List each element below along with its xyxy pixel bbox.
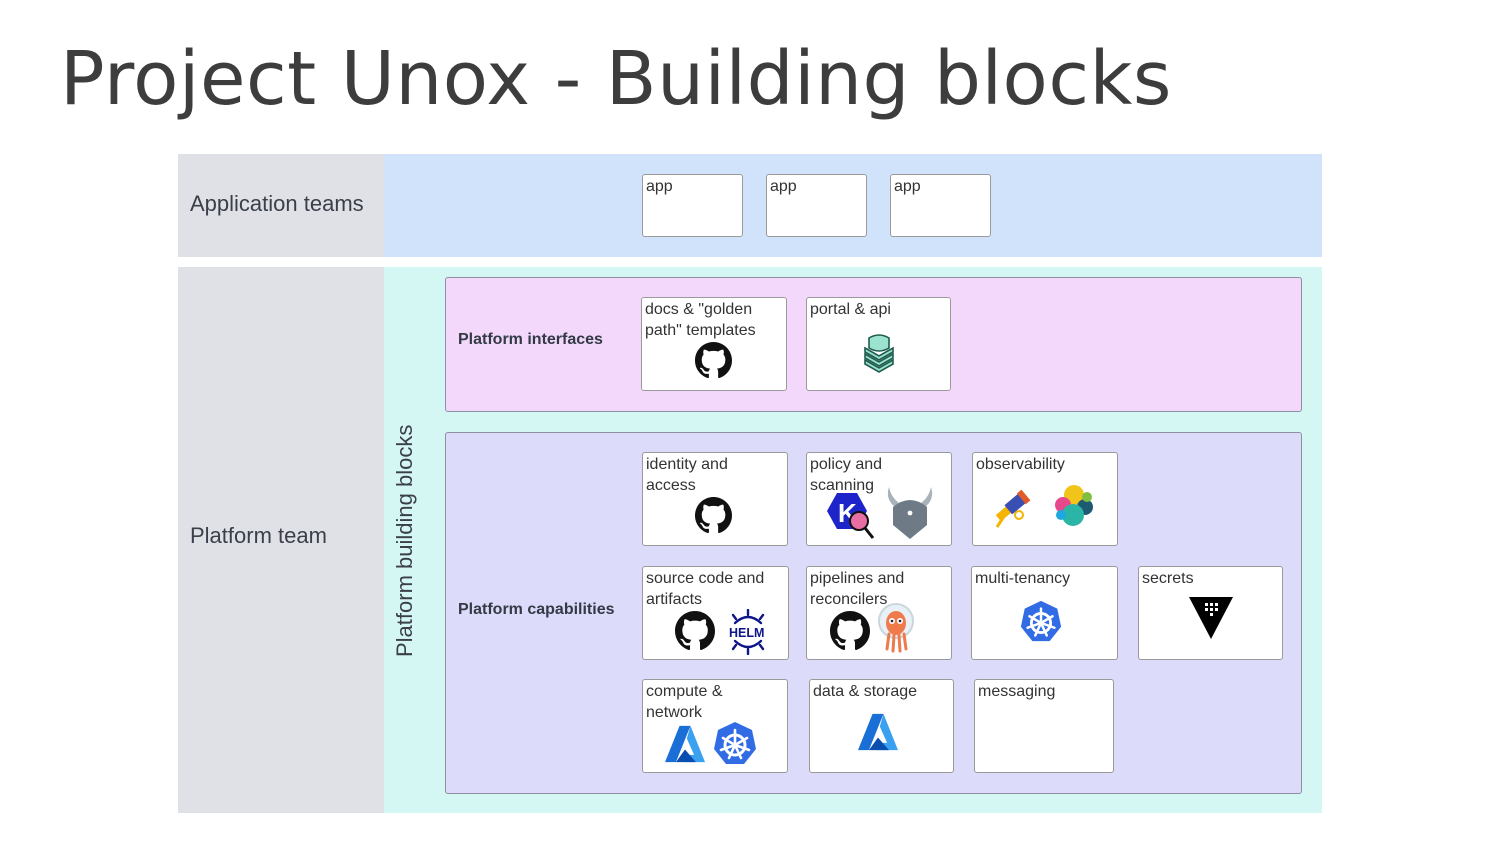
docs-templates-label: docs & "golden path" templates bbox=[645, 301, 756, 339]
platform-interfaces-label: Platform interfaces bbox=[458, 331, 603, 348]
platform-team-lane-header: Platform team bbox=[178, 267, 384, 813]
platform-team-label: Platform team bbox=[190, 523, 327, 548]
multi-tenancy-label: multi-tenancy bbox=[975, 570, 1071, 587]
app-label: app bbox=[646, 178, 673, 195]
page-title: Project Unox - Building blocks bbox=[60, 36, 1172, 122]
platform-building-blocks-label: Platform building blocks bbox=[392, 424, 417, 657]
helm-wordmark: HELM bbox=[729, 626, 764, 640]
app-label: app bbox=[894, 178, 921, 195]
policy-scanning-label: policy and scanning bbox=[810, 456, 883, 494]
portal-api-label: portal & api bbox=[810, 301, 891, 318]
source-artifacts-label: source code and artifacts bbox=[646, 570, 765, 608]
helm-icon: HELM bbox=[729, 609, 764, 655]
pipelines-reconcilers-label: pipelines and reconcilers bbox=[810, 570, 905, 608]
secrets-label: secrets bbox=[1142, 570, 1194, 587]
application-teams-lane-header: Application teams bbox=[178, 154, 384, 257]
github-icon bbox=[830, 611, 870, 651]
messaging-box[interactable]: messaging bbox=[974, 679, 1114, 773]
kubernetes-icon bbox=[711, 720, 759, 768]
compute-network-label: compute & network bbox=[646, 683, 723, 721]
app-box-3[interactable]: app bbox=[890, 174, 991, 237]
azure-icon bbox=[858, 712, 898, 752]
policy-scanning-box[interactable]: policy and scanning K bbox=[806, 452, 952, 546]
vault-icon bbox=[1189, 597, 1233, 639]
secrets-box[interactable]: secrets bbox=[1138, 566, 1283, 660]
telescope-icon bbox=[995, 489, 1031, 528]
docs-templates-box[interactable]: docs & "golden path" templates bbox=[641, 297, 787, 391]
portal-api-box[interactable]: portal & api bbox=[806, 297, 951, 391]
kyverno-icon: K bbox=[827, 493, 875, 539]
app-box-1[interactable]: app bbox=[642, 174, 743, 237]
github-icon bbox=[695, 497, 732, 534]
identity-access-label: identity and access bbox=[646, 456, 728, 494]
messaging-label: messaging bbox=[978, 683, 1056, 700]
platform-capabilities-label: Platform capabilities bbox=[458, 601, 615, 618]
open-policy-agent-icon bbox=[887, 487, 933, 539]
app-label: app bbox=[770, 178, 797, 195]
azure-icon bbox=[665, 724, 705, 764]
compute-network-box[interactable]: compute & network bbox=[642, 679, 788, 773]
app-box-2[interactable]: app bbox=[766, 174, 867, 237]
observability-box[interactable]: observability bbox=[972, 452, 1118, 546]
elastic-icon bbox=[1055, 485, 1093, 526]
observability-label: observability bbox=[976, 456, 1065, 473]
github-icon bbox=[675, 611, 715, 651]
identity-access-box[interactable]: identity and access bbox=[642, 452, 788, 546]
kubernetes-icon bbox=[1018, 599, 1064, 645]
backstage-icon bbox=[864, 334, 894, 373]
multi-tenancy-box[interactable]: multi-tenancy bbox=[971, 566, 1118, 660]
github-icon bbox=[695, 342, 732, 379]
application-teams-label: Application teams bbox=[190, 191, 364, 216]
argo-icon bbox=[878, 603, 914, 653]
data-storage-label: data & storage bbox=[813, 683, 918, 700]
data-storage-box[interactable]: data & storage bbox=[809, 679, 954, 773]
source-artifacts-box[interactable]: source code and artifacts HELM bbox=[642, 566, 789, 660]
pipelines-reconcilers-box[interactable]: pipelines and reconcilers bbox=[806, 566, 952, 660]
